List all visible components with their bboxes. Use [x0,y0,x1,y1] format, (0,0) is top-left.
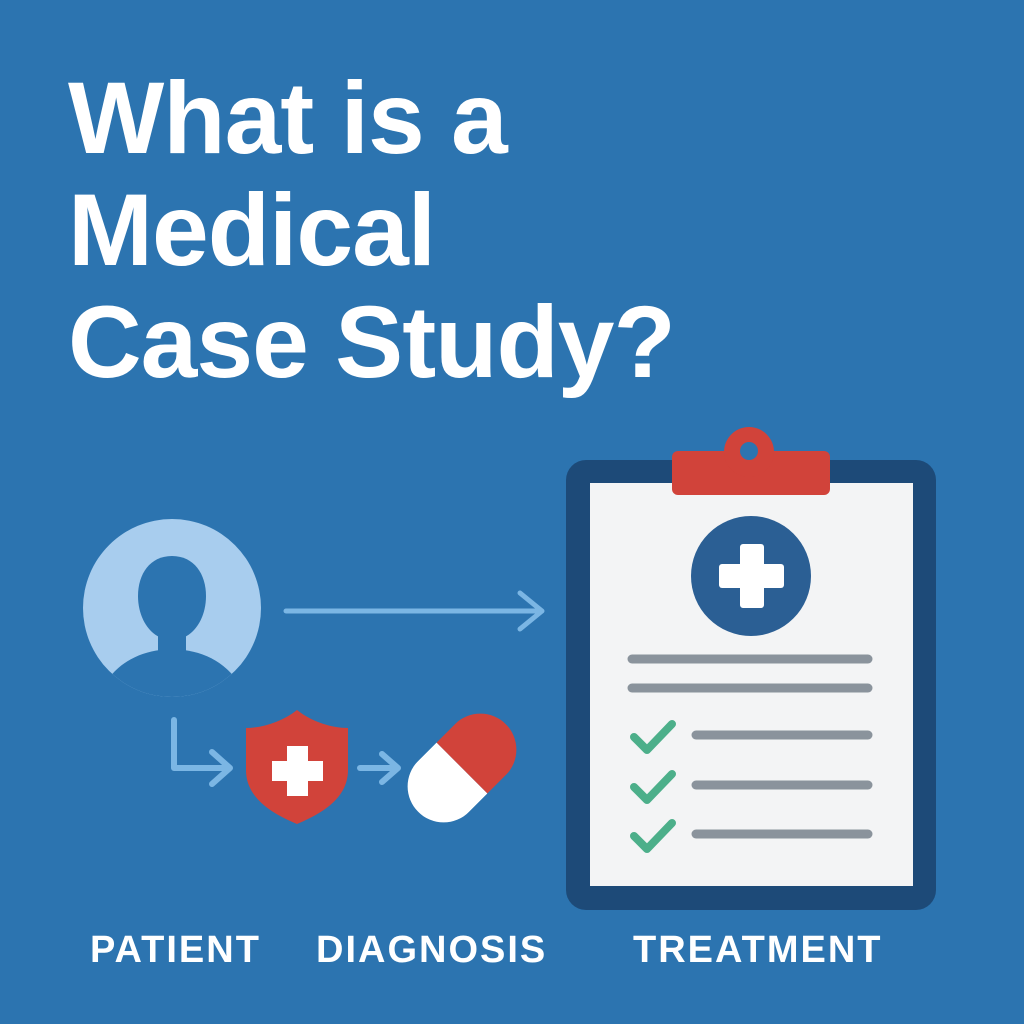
arrow-right-icon [283,590,545,632]
person-icon [83,519,261,697]
pill-icon [392,698,532,838]
page-title: What is a Medical Case Study? [68,62,968,398]
label-treatment: TREATMENT [633,929,883,971]
elbow-arrow-icon [171,717,233,787]
title-line-1: What is a [68,61,508,175]
small-arrow-icon [357,751,401,785]
label-diagnosis: DIAGNOSIS [316,929,548,971]
check-icon [630,819,676,853]
shield-cross-icon [246,710,348,824]
title-line-2: Medical [68,173,436,287]
clipboard-icon [566,427,936,910]
title-line-3: Case Study? [68,285,676,399]
label-patient: PATIENT [90,929,261,971]
check-icon [630,770,676,804]
check-icon [630,720,676,754]
